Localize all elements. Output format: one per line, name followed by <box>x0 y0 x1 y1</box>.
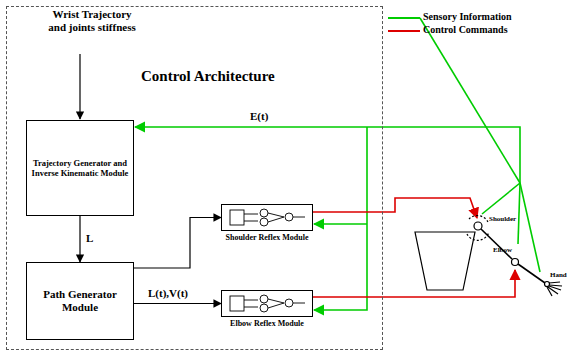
legend-line-red <box>388 30 420 32</box>
legend-line-green <box>388 17 420 19</box>
connector-arrow <box>134 303 221 304</box>
connector-arrow <box>79 216 80 262</box>
node-label: Trajectory Generator and Inverse Kinemat… <box>30 158 130 178</box>
process-box: Path Generator Module <box>26 262 134 340</box>
process-box: Trajectory Generator and Inverse Kinemat… <box>26 120 134 216</box>
signal-label: E(t) <box>250 110 268 123</box>
edge-label: L <box>86 232 93 245</box>
legend-text: Sensory Information <box>423 11 512 23</box>
legend-text: Control Commands <box>423 24 508 36</box>
reflex-box: Shoulder Reflex Module <box>221 204 313 231</box>
input-arrow <box>79 54 80 119</box>
arm-figure <box>415 216 562 296</box>
connector-arrow <box>134 218 221 269</box>
command-wires <box>313 198 515 297</box>
node-label: Shoulder Reflex Module <box>226 233 309 243</box>
edge-label: L(t),V(t) <box>148 287 188 300</box>
joint-label: Shoulder <box>489 215 516 223</box>
node-label: Path Generator Module <box>30 288 130 314</box>
node-label: Elbow Reflex Module <box>230 319 304 329</box>
reflex-symbol <box>230 209 305 312</box>
input-label: Wrist Trajectory and joints stiffness <box>46 8 138 34</box>
control-region: Control ArchitectureTrajectory Generator… <box>6 6 383 350</box>
joint-label: Elbow <box>493 246 512 254</box>
reflex-box: Elbow Reflex Module <box>221 290 313 317</box>
region-title: Control Architecture <box>141 67 275 85</box>
joint-label: Hand <box>550 271 567 279</box>
sensory-wires <box>135 18 540 310</box>
